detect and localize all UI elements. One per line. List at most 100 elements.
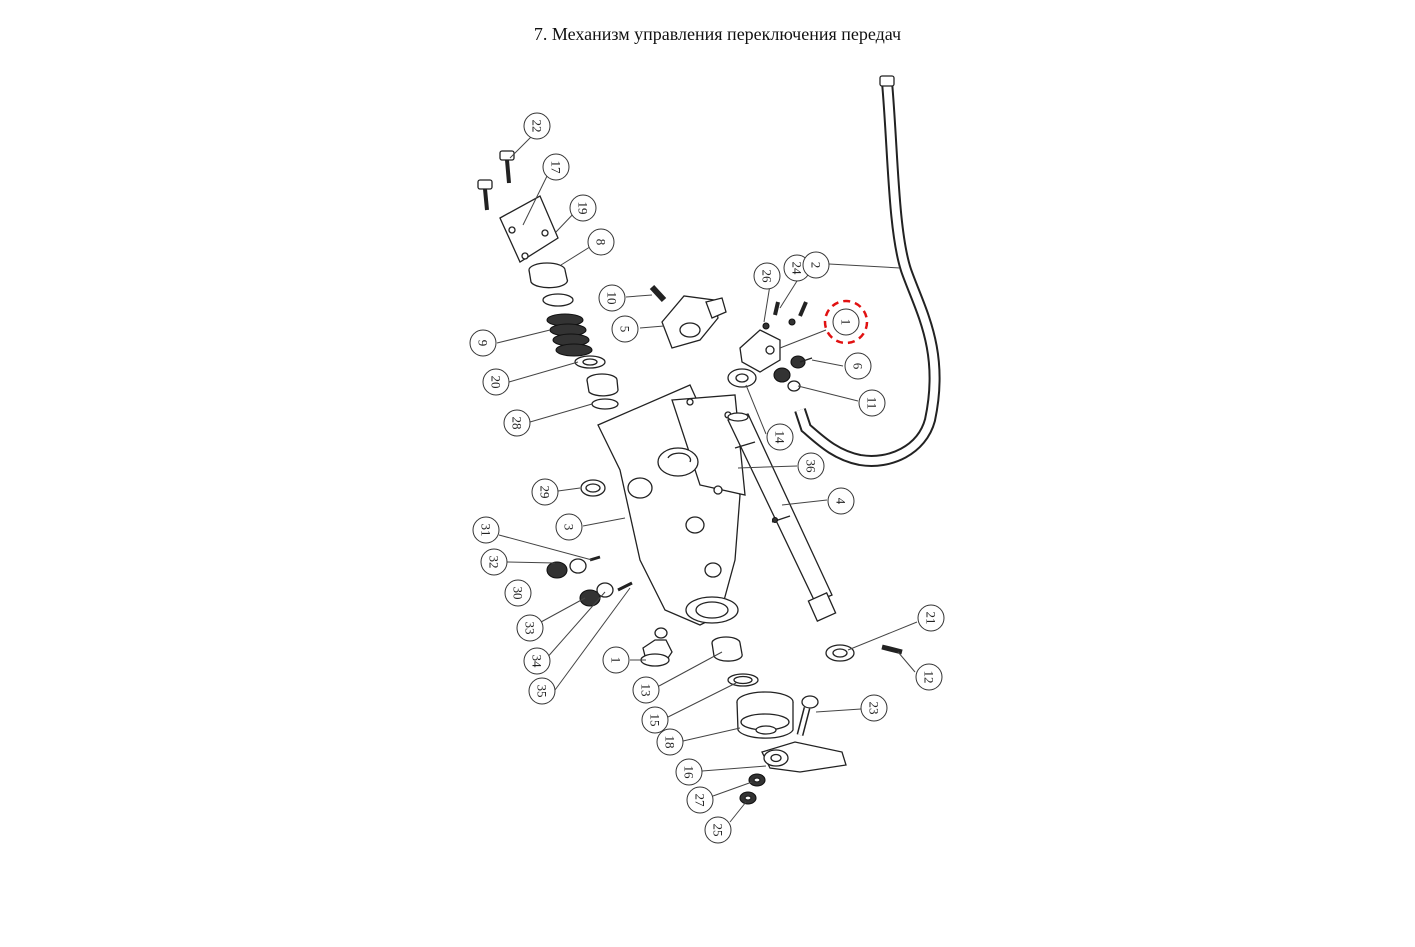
callout-36: 36 (797, 452, 825, 480)
svg-text:28: 28 (510, 417, 525, 430)
callout-28: 28 (503, 409, 531, 437)
callout-13: 13 (632, 676, 660, 704)
callout-11: 11 (858, 389, 886, 417)
callout-26: 26 (753, 262, 781, 290)
svg-text:24: 24 (790, 262, 805, 276)
hose-part-2 (794, 75, 941, 467)
callout-22: 22 (523, 112, 551, 140)
leader-lines (496, 135, 918, 823)
callout-19: 19 (569, 194, 597, 222)
svg-text:34: 34 (530, 655, 545, 669)
callout-9: 9 (469, 329, 497, 357)
svg-text:21: 21 (924, 612, 939, 625)
callout-3: 3 (555, 513, 583, 541)
bushing-part-13 (711, 636, 743, 662)
svg-text:10: 10 (605, 292, 620, 305)
callout-20: 20 (482, 368, 510, 396)
housing-part-3 (597, 384, 746, 626)
block-part-1-top (739, 329, 781, 373)
svg-text:35: 35 (535, 685, 550, 698)
cover-plate-part-17 (499, 195, 559, 263)
svg-text:36: 36 (804, 460, 819, 474)
bracket-part-14 (727, 368, 757, 388)
svg-text:26: 26 (760, 270, 775, 284)
svg-text:16: 16 (682, 766, 697, 780)
svg-text:1: 1 (609, 657, 624, 664)
fitting-part-6 (790, 355, 813, 369)
callout-5: 5 (611, 315, 639, 343)
svg-text:11: 11 (865, 397, 880, 410)
diagram-title: 7. Механизм управления переключения пере… (533, 24, 902, 44)
svg-text:33: 33 (523, 622, 538, 635)
svg-text:6: 6 (851, 363, 866, 370)
nut-part-25 (739, 791, 757, 805)
svg-text:18: 18 (663, 736, 678, 749)
callout-29: 29 (531, 478, 559, 506)
bushing-part-8 (528, 262, 569, 289)
svg-text:5: 5 (618, 326, 633, 333)
callout-23: 23 (860, 694, 888, 722)
washer-part-20 (574, 355, 606, 369)
svg-text:32: 32 (487, 556, 502, 569)
bolt-part-23 (796, 695, 819, 736)
ring-part-29 (580, 479, 606, 497)
callout-25: 25 (704, 816, 732, 844)
svg-text:1: 1 (839, 319, 854, 326)
callout-34: 34 (523, 647, 551, 675)
callout-30: 30 (504, 579, 532, 607)
callout-33: 33 (516, 614, 544, 642)
callout-1-top: 1 (832, 308, 860, 336)
svg-text:3: 3 (562, 524, 577, 531)
pin-part-12 (881, 644, 903, 655)
svg-text:14: 14 (773, 431, 788, 445)
callout-12: 12 (915, 663, 943, 691)
callout-8: 8 (587, 228, 615, 256)
arm-part-16 (761, 741, 847, 773)
svg-text:17: 17 (549, 161, 564, 175)
callout-31: 31 (472, 516, 500, 544)
svg-text:20: 20 (489, 376, 504, 389)
callout-16: 16 (675, 758, 703, 786)
callout-17: 17 (542, 153, 570, 181)
screws-part-24-26 (762, 301, 808, 330)
svg-text:4: 4 (834, 498, 849, 505)
callout-14: 14 (766, 423, 794, 451)
svg-text:22: 22 (530, 120, 545, 133)
knob-part-1 (640, 627, 673, 667)
nut-part-21 (825, 644, 855, 662)
highlight-ring (823, 299, 869, 345)
svg-text:27: 27 (693, 794, 708, 808)
pin-part-10 (649, 284, 667, 303)
svg-text:15: 15 (648, 714, 663, 727)
svg-text:19: 19 (576, 202, 591, 215)
spring-part-9 (542, 293, 593, 357)
callout-21: 21 (917, 604, 945, 632)
callout-35: 35 (528, 677, 556, 705)
svg-text:8: 8 (594, 239, 609, 246)
shaft-part-4 (727, 412, 837, 622)
svg-text:31: 31 (479, 524, 494, 537)
callout-1: 1 (602, 646, 630, 674)
callout-6: 6 (844, 352, 872, 380)
svg-text:29: 29 (538, 486, 553, 499)
bolt-part-22 (477, 150, 515, 211)
callout-2: 2 (802, 251, 830, 279)
svg-text:13: 13 (639, 684, 654, 697)
callout-10: 10 (598, 284, 626, 312)
washer-part-27 (748, 773, 766, 787)
svg-text:25: 25 (711, 824, 726, 837)
callout-15: 15 (641, 706, 669, 734)
callout-4: 4 (827, 487, 855, 515)
callout-18: 18 (656, 728, 684, 756)
sleeve-part-28 (586, 373, 619, 410)
boot-part-18 (736, 691, 794, 739)
plug-part-33 (579, 581, 633, 607)
callout-32: 32 (480, 548, 508, 576)
plug-part-30 (546, 555, 601, 579)
fitting-part-11 (773, 367, 801, 392)
svg-text:2: 2 (809, 262, 824, 269)
svg-text:9: 9 (476, 340, 491, 347)
callout-27: 27 (686, 786, 714, 814)
svg-text:23: 23 (867, 702, 882, 715)
